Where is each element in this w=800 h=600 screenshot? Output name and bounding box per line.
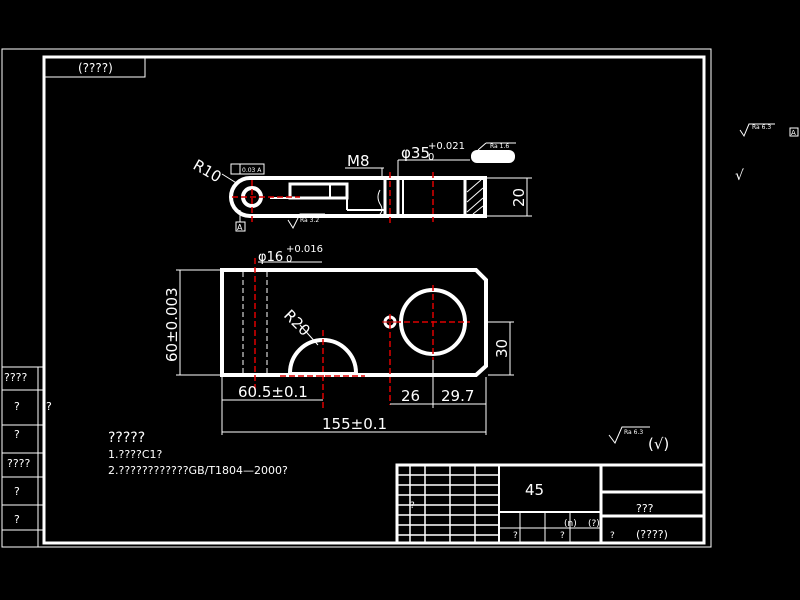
right-height-dim: 30 (493, 339, 511, 358)
tb-cell-5: ? (410, 501, 415, 511)
notes-line1: 1.????C1? (108, 448, 163, 461)
notes-line2: 2.????????????GB/T1804—2000? (108, 464, 288, 477)
tb-code: (????) (636, 528, 668, 541)
hole-tol-lower: 0 (286, 254, 292, 265)
dim-c: 29.7 (441, 387, 474, 405)
side-label-1: ? (14, 400, 20, 413)
rough-tag: Ra 1.6 (490, 143, 509, 150)
right-ra: Ra 6.3 (752, 124, 771, 131)
title-tag: (????) (78, 61, 113, 75)
tb-name: ??? (636, 502, 654, 515)
tb-cell-3: (n) (564, 519, 577, 529)
tb-cell-1: ? (560, 531, 565, 541)
tb-cell-2: ? (610, 531, 615, 541)
thread-label: M8 (347, 152, 370, 170)
bore-tol-upper: +0.021 (428, 141, 465, 152)
side-label-5: ? (14, 485, 20, 498)
dim-b: 26 (401, 387, 420, 405)
bore-label: φ35 (401, 144, 430, 162)
total-len-dim: 155±0.1 (322, 415, 387, 433)
right-a: A (791, 129, 796, 137)
side-label-6: ? (14, 513, 20, 526)
rough-small: Ra 3.2 (300, 217, 319, 224)
right-check: √ (735, 168, 744, 184)
tb-cell-0: ? (513, 531, 518, 541)
side-label-3: ? (14, 428, 20, 441)
general-symbol: (√) (648, 435, 669, 453)
hole-tol: +0.016 (286, 244, 323, 255)
inner-frame (42, 55, 706, 545)
plan-view: R20 φ16 +0.016 0 60±0.003 30 60.5±0.1 26… (163, 244, 514, 435)
notes-heading: ????? (108, 430, 145, 446)
dim-a: 60.5±0.1 (238, 383, 308, 401)
radius-label: R10 (190, 156, 225, 186)
hole-label: φ16 (258, 250, 283, 265)
title-block (395, 463, 706, 545)
section-view: 20 M8 φ35 +0.021 0 Ra 1.6 R10 0.03 A A R… (190, 141, 532, 232)
outer-frame (1, 48, 712, 548)
side-label-0: ???? (4, 371, 28, 384)
title-tag-box (43, 57, 146, 78)
height-dim: 60±0.003 (163, 287, 181, 362)
left-side-table (2, 366, 44, 547)
side-label-4: ???? (7, 457, 31, 470)
side-label-2: ? (46, 400, 52, 413)
tb-material: 45 (525, 481, 544, 499)
bore-tol-lower: 0 (428, 152, 434, 163)
general-ra: Ra 6.3 (624, 429, 643, 436)
thickness-dim: 20 (510, 188, 528, 207)
tol-frame: 0.03 A (242, 167, 262, 174)
datum-label: A (237, 223, 243, 232)
tb-cell-4: (?) (588, 519, 600, 529)
